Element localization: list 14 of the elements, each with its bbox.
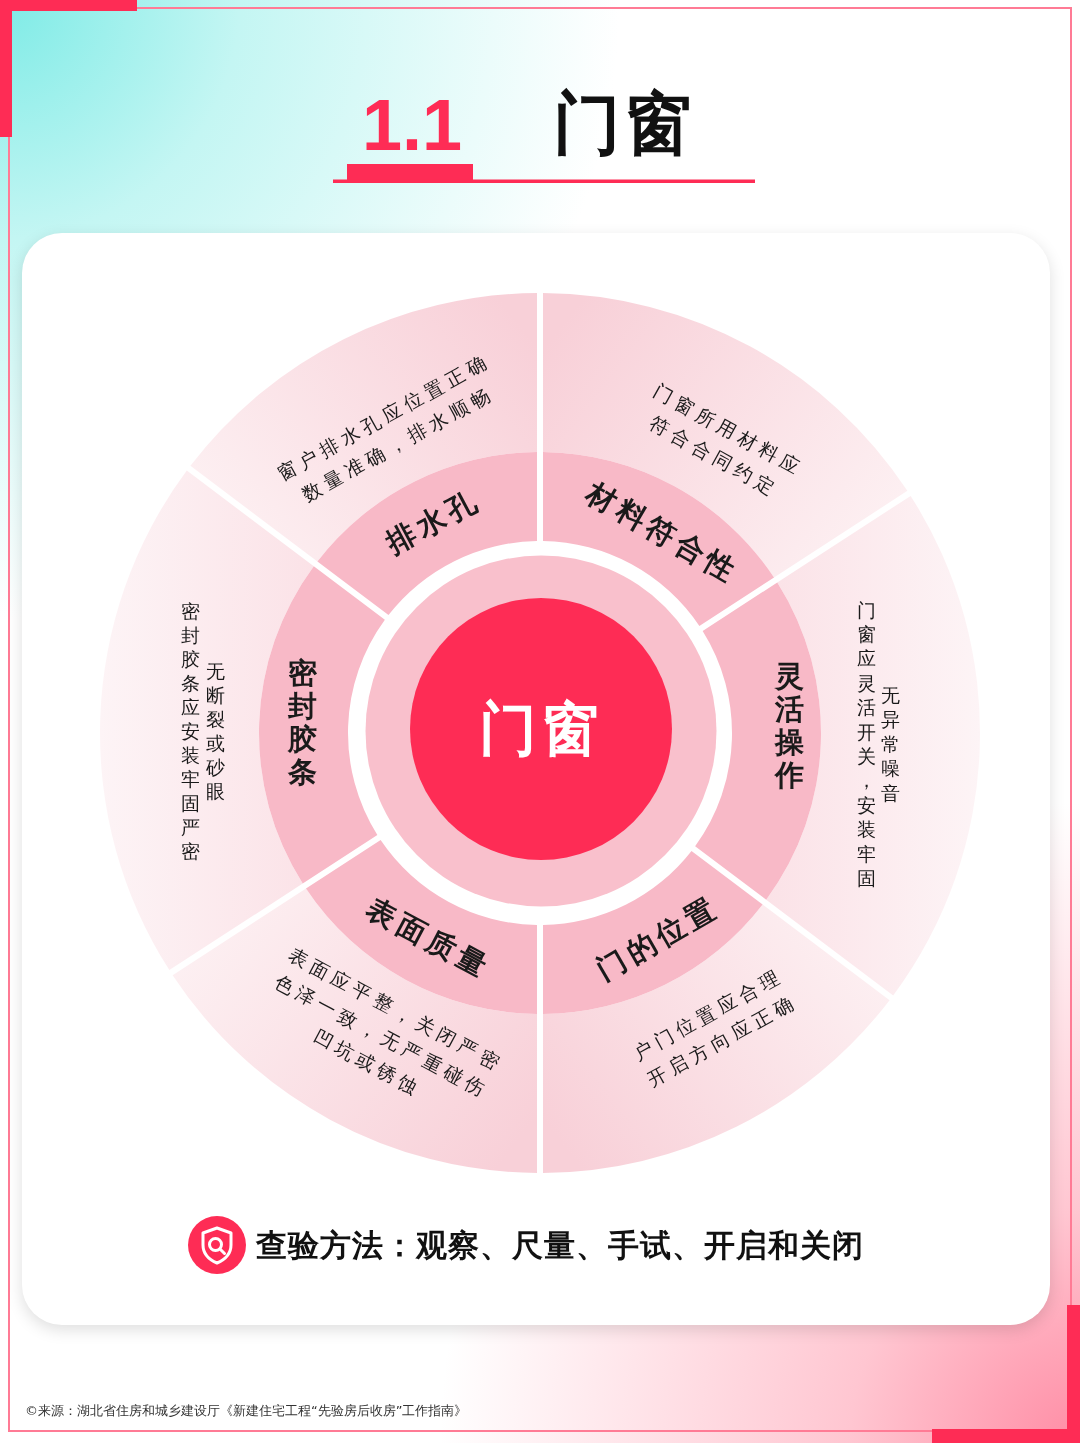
- segment-label: 灵活操作: [773, 659, 805, 793]
- source-note: ©来源：湖北省住房和城乡建设厅《新建住宅工程“先验房后收房”工作指南》: [25, 1402, 468, 1419]
- inspection-method-text: 查验方法：观察、尺量、手试、开启和关闭: [256, 1226, 864, 1265]
- section-number: 1.1: [362, 89, 463, 161]
- center-label: 门窗: [479, 697, 603, 761]
- outer-segment: [172, 888, 538, 1173]
- outer-segment: [190, 293, 538, 562]
- segment-text: 门窗所用材料应符合合同约定: [646, 378, 810, 501]
- ring-segment: [259, 566, 385, 884]
- title: 门窗: [553, 88, 695, 160]
- segment-label: 门的位置: [590, 889, 726, 987]
- segment-label: 密封胶条: [286, 656, 318, 790]
- center-circle: [410, 598, 672, 860]
- segment-label: 排水孔: [380, 482, 486, 560]
